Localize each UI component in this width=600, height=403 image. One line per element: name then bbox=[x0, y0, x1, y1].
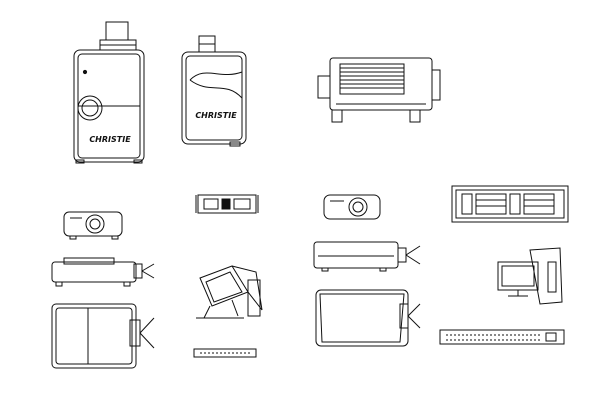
rack-unit-small bbox=[195, 194, 259, 214]
network-switch-large bbox=[439, 329, 565, 345]
large-projector-side bbox=[317, 57, 441, 123]
projector-side-view-1: CHRISTIE bbox=[181, 35, 247, 147]
christie-logo-side: CHRISTIE bbox=[195, 111, 237, 120]
projector-side-beam-right bbox=[313, 241, 421, 272]
network-switch-small bbox=[193, 348, 257, 358]
projector-side-beam-left bbox=[51, 257, 155, 287]
christie-logo: CHRISTIE bbox=[89, 135, 131, 144]
projector-front-medium bbox=[323, 194, 381, 220]
projector-front-view-1: CHRISTIE bbox=[73, 21, 145, 164]
small-projector-front bbox=[63, 211, 123, 240]
projector-case-left bbox=[51, 303, 155, 369]
projector-case-right bbox=[315, 289, 421, 347]
monitor-workstation-right bbox=[497, 247, 563, 305]
monitor-workstation-center bbox=[196, 265, 263, 319]
rack-server bbox=[451, 185, 569, 223]
